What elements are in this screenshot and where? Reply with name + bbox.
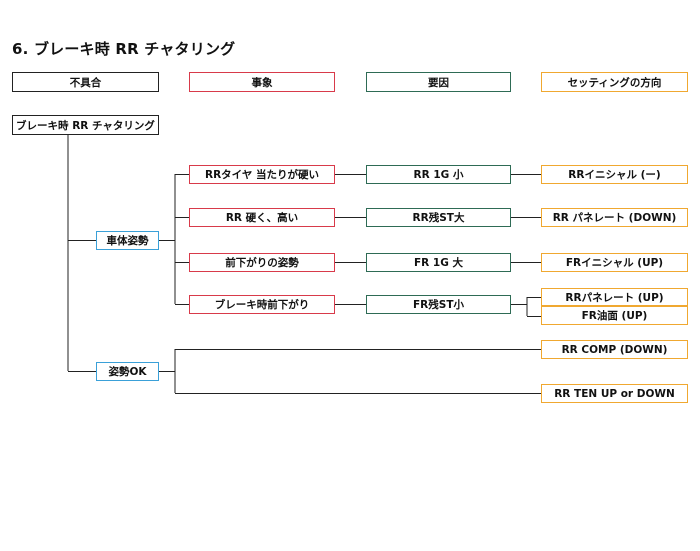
phenomenon-box: RRタイヤ 当たりが硬い: [189, 165, 335, 184]
setting-box: RRイニシャル (ー): [541, 165, 688, 184]
setting-box: FR油面 (UP): [541, 306, 688, 325]
setting-box: RR COMP (DOWN): [541, 340, 688, 359]
page-title: 6. ブレーキ時 RR チャタリング: [12, 40, 236, 58]
phenomenon-box: 前下がりの姿勢: [189, 253, 335, 272]
setting-box: RR パネレート (DOWN): [541, 208, 688, 227]
phenomenon-box: ブレーキ時前下がり: [189, 295, 335, 314]
cause-box: FR残ST小: [366, 295, 511, 314]
root-defect-box: ブレーキ時 RR チャタリング: [12, 115, 159, 135]
group-posture-ok: 姿勢OK: [96, 362, 159, 381]
setting-box: RRパネレート (UP): [541, 288, 688, 306]
header-setting: セッティングの方向: [541, 72, 688, 92]
group-body-posture: 車体姿勢: [96, 231, 159, 250]
header-cause: 要因: [366, 72, 511, 92]
setting-box: FRイニシャル (UP): [541, 253, 688, 272]
phenomenon-box: RR 硬く、高い: [189, 208, 335, 227]
header-defect: 不具合: [12, 72, 159, 92]
cause-box: RR 1G 小: [366, 165, 511, 184]
header-phenomenon: 事象: [189, 72, 335, 92]
setting-box: RR TEN UP or DOWN: [541, 384, 688, 403]
cause-box: RR残ST大: [366, 208, 511, 227]
cause-box: FR 1G 大: [366, 253, 511, 272]
